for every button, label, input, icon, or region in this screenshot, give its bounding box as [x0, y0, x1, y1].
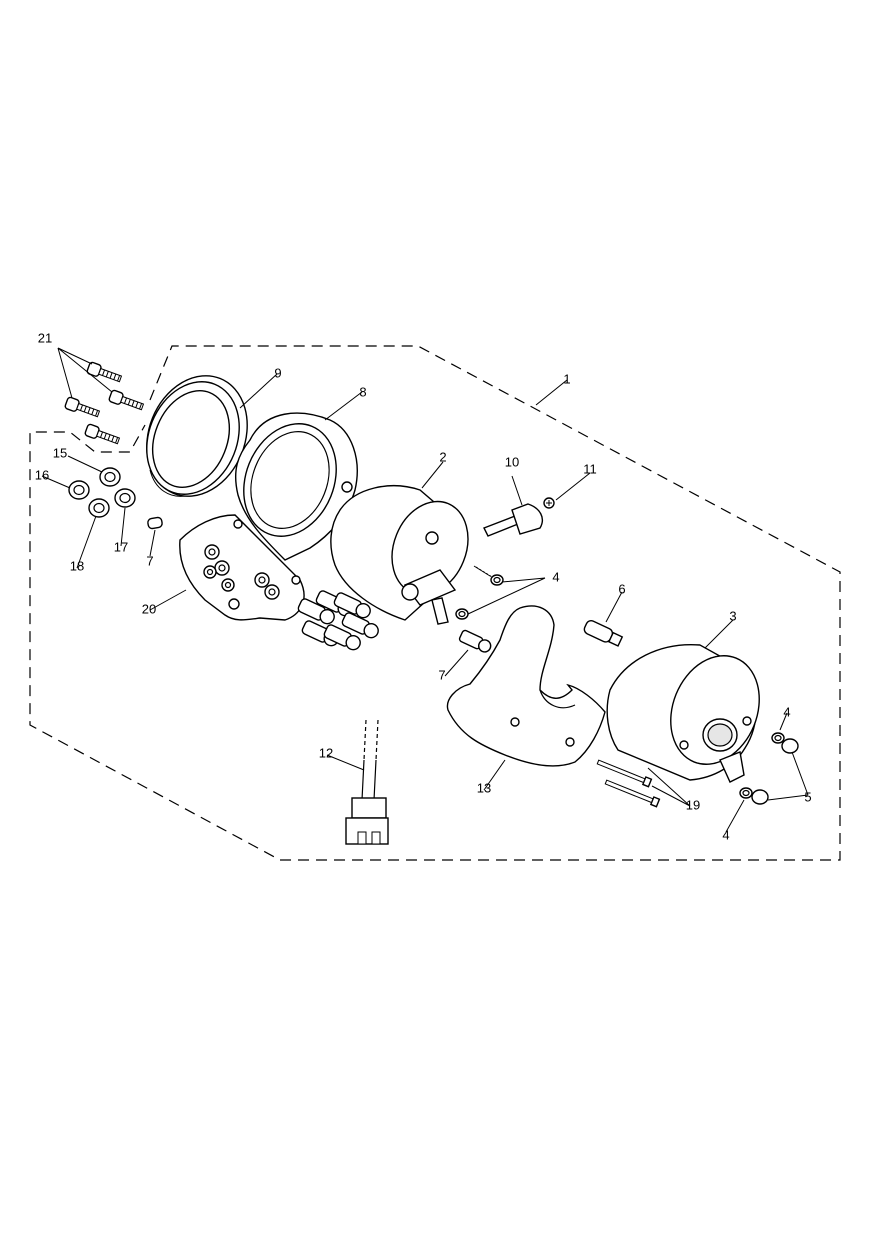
- bulb-7a: [147, 516, 163, 530]
- screw-19-group: [596, 759, 661, 808]
- screw-21c: [64, 396, 101, 418]
- grommet-17: [114, 488, 136, 508]
- label-7a: 7: [146, 553, 153, 568]
- label-12: 12: [319, 745, 333, 760]
- label-3: 3: [729, 608, 736, 623]
- stud-10: [483, 503, 544, 537]
- assembly-boundary: [29, 345, 841, 861]
- leader-lines: [41, 373, 809, 833]
- label-5: 5: [804, 789, 811, 804]
- screw-21d: [84, 423, 121, 445]
- screw-21-group: [57, 347, 145, 445]
- nut-5b: [751, 789, 769, 805]
- label-9: 9: [274, 365, 281, 380]
- label-13: 13: [477, 780, 491, 795]
- bezel-ring-9: [146, 375, 248, 497]
- bracket-13: [446, 605, 606, 767]
- washer-4c: [739, 787, 753, 799]
- label-16: 16: [35, 467, 49, 482]
- washer-4-near-2: [455, 608, 469, 620]
- bulb-socket-cluster: [297, 590, 379, 651]
- gauge-body-2: [330, 485, 493, 625]
- label-15: 15: [53, 445, 67, 460]
- label-10: 10: [505, 454, 519, 469]
- back-plate-20: [179, 514, 305, 621]
- label-4b: 4: [783, 704, 790, 719]
- grommet-16: [68, 480, 90, 500]
- label-4a: 4: [552, 569, 559, 584]
- label-1: 1: [563, 371, 570, 386]
- label-17: 17: [114, 539, 128, 554]
- label-2: 2: [439, 449, 446, 464]
- label-19: 19: [686, 797, 700, 812]
- bulb-7b: [458, 629, 492, 653]
- label-20: 20: [142, 601, 156, 616]
- bulb-holder-6: [583, 619, 624, 647]
- washer-4b: [771, 732, 785, 744]
- label-8: 8: [359, 384, 366, 399]
- screw-21b: [108, 389, 145, 411]
- grommet-15: [99, 467, 121, 487]
- part-labels: 1 2 3 4 4 4 5 6 7 7 8 9 10 11 12 13 15 1…: [35, 330, 812, 842]
- connector-12: [345, 719, 389, 845]
- washer-4a: [490, 574, 504, 586]
- label-21: 21: [38, 330, 52, 345]
- label-7b: 7: [438, 667, 445, 682]
- screw-11: [543, 497, 555, 509]
- grommet-18: [88, 498, 110, 518]
- label-4c: 4: [722, 827, 729, 842]
- cover-3: [606, 643, 760, 783]
- nut-5a: [781, 738, 799, 754]
- label-18: 18: [70, 558, 84, 573]
- screw-21a: [86, 361, 123, 383]
- label-11: 11: [583, 461, 597, 476]
- housing-front-8: [234, 412, 358, 561]
- label-6: 6: [618, 581, 625, 596]
